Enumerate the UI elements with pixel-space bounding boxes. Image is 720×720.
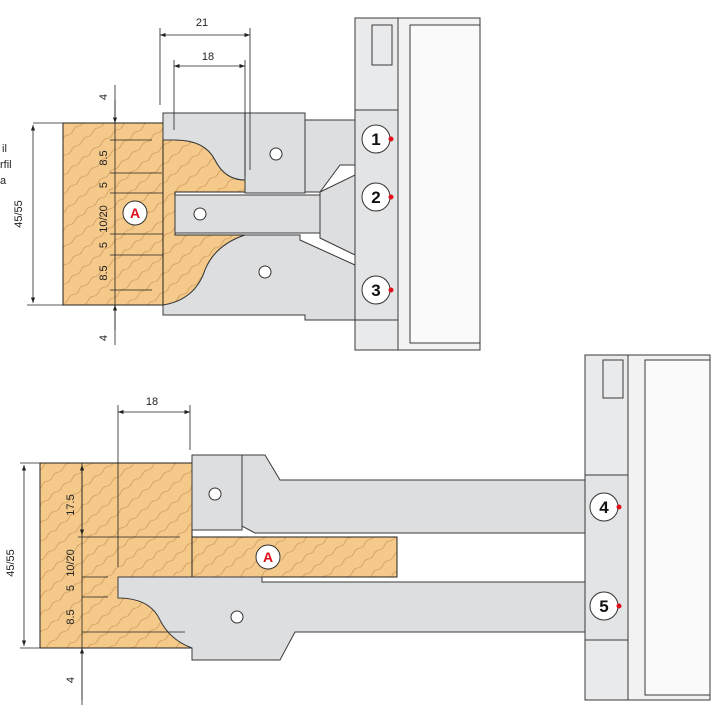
dim-5-lower: 5	[98, 242, 110, 248]
dim-45-55-bottom: 45/55	[5, 549, 17, 577]
cutter-2-hub	[319, 174, 356, 256]
label-a: A	[263, 549, 273, 565]
dim-18: 18	[202, 51, 214, 63]
cutter-2-body	[174, 194, 346, 234]
side-text-2: rfil	[0, 159, 12, 171]
cutter-5-body	[117, 576, 586, 661]
dim-8-5-bottom: 8.5	[65, 609, 77, 624]
cutter-label-1: 1	[361, 124, 394, 154]
workpiece-label-a: A	[122, 200, 148, 226]
cutter-label-5: 5	[589, 591, 622, 621]
screw-icon	[193, 207, 207, 221]
cutter-number: 4	[599, 498, 609, 517]
cutter-label-2: 2	[361, 182, 394, 212]
cutter-number: 2	[371, 188, 380, 207]
marker-dot-icon	[388, 287, 394, 293]
screw-icon	[258, 265, 272, 279]
workpiece-label-a-bottom: A	[255, 544, 281, 570]
dim-18-bottom: 18	[146, 396, 158, 408]
marker-dot-icon	[388, 194, 394, 200]
dim-5-bottom: 5	[65, 585, 77, 591]
dim-45-55: 45/55	[13, 200, 25, 228]
dim-8-5-lower: 8.5	[98, 265, 110, 280]
marker-dot-icon	[388, 136, 394, 142]
dim-5-upper: 5	[98, 182, 110, 188]
dim-8-5-upper: 8.5	[98, 150, 110, 165]
cutter-label-3: 3	[361, 275, 394, 305]
cutter-label-4: 4	[589, 492, 622, 522]
dim-4-bottom: 4	[65, 677, 77, 683]
top-workpiece	[62, 122, 164, 306]
dim-bottom-4: 4	[98, 335, 110, 341]
marker-dot-icon	[616, 603, 622, 609]
cutter-number: 3	[371, 281, 380, 300]
top-assembly: 1 2 3 A 21 18	[13, 17, 481, 351]
screw-icon	[208, 487, 222, 501]
dim-top-4: 4	[98, 94, 110, 100]
dim-10-20-bottom: 10/20	[65, 549, 77, 577]
screw-icon	[230, 610, 244, 624]
screw-icon	[269, 147, 283, 161]
top-spindle-core	[409, 24, 481, 344]
bottom-tongue	[191, 536, 398, 578]
label-a: A	[130, 205, 140, 221]
cutter-number: 1	[371, 130, 380, 149]
dim-21: 21	[196, 17, 208, 29]
dim-10-20: 10/20	[98, 205, 110, 233]
side-text-3: a	[0, 175, 7, 187]
bottom-assembly: 4 5 A 18 17.5 10/20 5 8.5 4 45/55	[5, 354, 711, 705]
marker-dot-icon	[616, 504, 622, 510]
bottom-spindle-detail	[602, 359, 624, 399]
bottom-spindle-core	[644, 359, 711, 696]
cutter-4-body	[191, 454, 586, 534]
side-text-1: il	[2, 143, 7, 155]
dim-17-5: 17.5	[65, 494, 77, 515]
cutter-number: 5	[599, 597, 608, 616]
top-spindle-detail	[371, 24, 393, 66]
